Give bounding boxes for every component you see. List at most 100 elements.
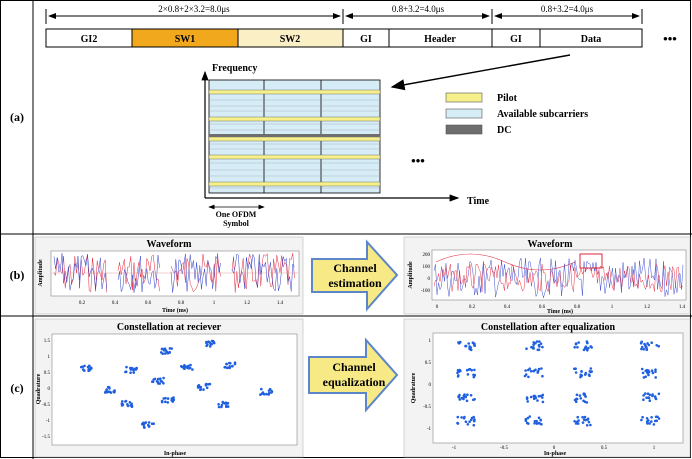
legend-swatch-available [445, 108, 483, 119]
constellation-point [653, 395, 657, 398]
constellation-point [164, 400, 167, 404]
constellation-right-ylabel: Quadrature [411, 372, 417, 403]
waveform-right-trace [433, 257, 684, 298]
constellation-point [574, 342, 578, 346]
constellation-point [180, 365, 183, 368]
constellation-left-plot [51, 333, 298, 446]
waveform-right-xtick: 1.4 [679, 305, 686, 310]
constellation-point [456, 422, 460, 425]
constellation-point [135, 366, 138, 370]
dimension-label-2: 0.8+3.2=4.0μs [392, 4, 445, 14]
constellation-left-xlabel: In-phase [164, 451, 187, 457]
waveform-right-xtick: 0 [436, 305, 439, 310]
constellation-point [655, 419, 658, 423]
constellation-point [645, 348, 649, 352]
waveform-left-xtick: 0.4 [112, 301, 119, 306]
constellation-point [160, 400, 164, 404]
constellation-point [225, 362, 228, 366]
constellation-point [589, 345, 592, 348]
constellation-point [473, 419, 476, 423]
constellation-point [640, 347, 643, 351]
constellation-point [187, 364, 190, 368]
channel-equalization-arrow: Channel equalization [308, 337, 399, 413]
constellation-point [168, 350, 171, 354]
channel-equalization-label-2: equalization [323, 375, 386, 389]
pilot-band [208, 154, 381, 160]
constellation-point [585, 424, 589, 427]
grid-more-dots: ••• [411, 153, 425, 168]
segment-label-gi-2: GI [510, 34, 522, 45]
waveform-right-xtick: 0.2 [469, 305, 476, 310]
constellation-point [223, 365, 227, 369]
constellation-point [646, 422, 649, 425]
constellation-point [207, 383, 210, 386]
constellation-point [262, 393, 266, 396]
constellation-point [260, 392, 264, 395]
constellation-point [537, 348, 541, 352]
constellation-point [458, 398, 462, 401]
frequency-axis-label: Frequency [212, 63, 257, 74]
constellation-point [226, 366, 229, 370]
constellation-point [159, 379, 163, 383]
constellation-left-ytick: -1 [46, 419, 51, 424]
constellation-point [537, 416, 541, 420]
constellation-point [584, 371, 588, 375]
constellation-point [470, 368, 474, 372]
constellation-point [657, 417, 661, 420]
constellation-point [529, 395, 533, 399]
constellation-point [650, 420, 653, 423]
constellation-point [527, 375, 530, 379]
constellation-point [540, 367, 543, 370]
constellation-point [128, 401, 132, 404]
constellation-point [160, 347, 164, 351]
constellation-point [158, 382, 161, 385]
pilot-band [208, 116, 381, 122]
constellation-point [469, 346, 473, 349]
constellation-point [202, 388, 205, 391]
constellation-point [642, 394, 645, 397]
constellation-point [226, 402, 229, 405]
segment-label-gi2: GI2 [81, 34, 98, 45]
constellation-point [535, 419, 538, 423]
constellation-point [105, 390, 109, 394]
constellation-point [125, 365, 128, 369]
constellation-point [142, 423, 145, 427]
waveform-right-xtick: 1 [611, 305, 614, 310]
segment-label-header: Header [424, 34, 456, 45]
constellation-point [267, 391, 271, 395]
constellation-point [221, 400, 225, 404]
constellation-point [189, 363, 192, 367]
constellation-point [640, 345, 644, 349]
constellation-point [577, 419, 580, 422]
constellation-point [654, 376, 657, 379]
constellation-point [205, 340, 208, 344]
constellation-point [650, 369, 654, 373]
constellation-point [469, 348, 473, 352]
constellation-point [580, 374, 584, 377]
constellation-point [532, 343, 535, 347]
constellation-point [187, 367, 191, 370]
constellation-point [129, 368, 133, 371]
constellation-point [260, 387, 263, 391]
constellation-point [525, 397, 529, 401]
constellation-point [151, 380, 154, 384]
constellation-point [144, 421, 148, 424]
legend-label-dc: DC [497, 125, 511, 136]
waveform-right-ytick: 200 [423, 253, 431, 258]
constellation-point [589, 367, 593, 370]
constellation-left-ytick: -0.5 [42, 403, 50, 408]
waveform-right-xtick: 0.4 [504, 305, 511, 310]
constellation-point [81, 365, 84, 369]
constellation-point [163, 352, 167, 355]
constellation-point [530, 345, 533, 349]
constellation-point [233, 362, 237, 366]
constellation-point [156, 377, 160, 381]
constellation-point [580, 370, 583, 373]
constellation-point [589, 423, 592, 427]
constellation-right-xlabel: In-phase [544, 451, 567, 457]
constellation-point [587, 420, 591, 424]
constellation-point [199, 388, 203, 391]
constellation-point [466, 373, 470, 376]
constellation-point [573, 420, 576, 423]
constellation-point [217, 405, 221, 409]
